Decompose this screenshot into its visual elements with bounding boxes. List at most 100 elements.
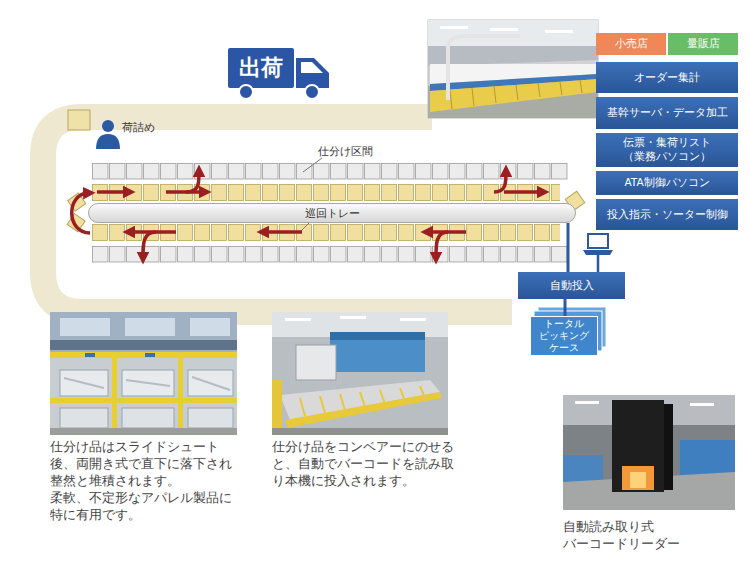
conveyor-photo	[428, 46, 598, 66]
packing-worker	[96, 134, 120, 149]
sorting-arrows	[436, 232, 448, 257]
source-box: 小売店	[596, 33, 666, 55]
process-box: 投入指示・ソーター制御	[596, 199, 738, 230]
barcode-reader-photo	[630, 472, 646, 488]
conveyor-photo	[428, 20, 598, 118]
feeder-photo	[340, 316, 366, 319]
chute-photo	[178, 352, 183, 435]
photo-caption: 仕分け品はスライドシュート 後、両開き式で直下に落下され 整然と堆積されます。	[50, 438, 242, 489]
feeder-photo	[400, 318, 426, 321]
chute-photo	[145, 353, 155, 357]
sorting-arrows	[143, 232, 156, 257]
laptop-icon	[588, 234, 608, 248]
tray-loop: 巡回トレー	[88, 203, 576, 223]
conveyor-photo	[545, 30, 573, 33]
chute-photo	[122, 408, 174, 428]
chute-photo	[60, 318, 110, 336]
chute-photo	[50, 398, 237, 403]
chute-photo	[188, 408, 233, 428]
leader-line	[303, 158, 322, 172]
packing-worker	[102, 120, 114, 132]
area-label: 仕分け区間	[318, 143, 373, 160]
packing-worker	[68, 110, 120, 149]
chute-photo	[125, 318, 175, 336]
sorting-rows	[92, 163, 568, 180]
chute-photo	[50, 312, 237, 352]
conveyor-photo	[430, 79, 598, 112]
feeder-box: 自動投入	[518, 272, 625, 299]
chute-photo	[190, 318, 230, 336]
barcode-reader-photo	[575, 401, 599, 404]
barcode-reader-photo	[622, 466, 654, 490]
chute-photo	[50, 352, 237, 358]
node-text: 出荷	[239, 53, 283, 83]
feeder-photo	[330, 332, 425, 340]
sorting-arrows	[97, 190, 128, 194]
chute-photo	[50, 428, 237, 435]
photo-caption: 仕分け品をコンベアーにのせる と、自動でバーコードを読み取 り本機に投入されます…	[272, 438, 464, 489]
node-text: 基幹サーバ・データ加工	[607, 106, 728, 120]
node-text: 小売店	[615, 37, 648, 51]
chute-photo	[64, 377, 230, 390]
node-text: 量販店	[687, 37, 720, 51]
laptop-icon	[583, 250, 613, 255]
sorting-rows	[92, 224, 560, 242]
chute-photo	[50, 340, 237, 350]
feeder-photo	[272, 312, 448, 435]
conveyor-photo	[490, 28, 518, 31]
node-text: トータル ピッキング ケース	[536, 318, 592, 354]
sorting-rows	[67, 163, 585, 263]
barcode-reader-photo	[690, 403, 714, 406]
laptop-icon	[597, 255, 600, 272]
photo-caption: 柔軟、不定形なアパレル製品に 特に有用です。	[50, 489, 242, 523]
node-text: ATA制御パソコン	[624, 176, 709, 190]
sorting-arrows	[166, 190, 204, 194]
sorting-arrows	[186, 172, 199, 192]
conveyor-photo	[448, 36, 520, 100]
node-text: 投入指示・ソーター制御	[607, 208, 728, 222]
barcode-reader-photo	[563, 395, 735, 510]
node-text: 自動投入	[550, 279, 594, 293]
packing-worker	[68, 110, 90, 130]
conveyor-photo	[428, 20, 598, 46]
conveyor-photo	[440, 26, 468, 29]
feeder-photo	[272, 380, 282, 435]
process-box: 基幹サーバ・データ加工	[596, 97, 738, 129]
chute-photo	[60, 408, 108, 428]
barcode-reader-photo	[612, 400, 664, 492]
sorting-arrows	[504, 190, 542, 194]
process-box: ATA制御パソコン	[596, 171, 738, 195]
barcode-reader-photo	[664, 404, 673, 490]
barcode-reader-photo	[563, 395, 735, 510]
feeder-photo	[272, 312, 448, 435]
process-box: オーダー集計	[596, 62, 738, 93]
feeder-photo	[285, 392, 442, 428]
feeder-photo	[272, 428, 448, 435]
sorting-rows	[92, 184, 560, 202]
chute-photo	[112, 352, 117, 435]
conveyor-photo	[450, 80, 582, 109]
connector-line	[567, 223, 570, 272]
chute-photo	[85, 353, 95, 357]
connector-line	[564, 299, 567, 316]
node-text: 巡回トレー	[305, 206, 360, 221]
shipping-truck: 出荷	[228, 48, 332, 100]
feeder-photo	[296, 345, 336, 380]
node-text: オーダー集計	[634, 71, 700, 85]
chute-photo	[50, 312, 237, 435]
photo-caption: 自動読み取り式 バーコードリーダー	[563, 518, 703, 552]
area-label: 荷詰め	[122, 119, 155, 136]
node-text: 伝票・集荷リスト （業務パソコン）	[612, 136, 722, 163]
picking-case: トータル ピッキング ケース	[530, 316, 598, 356]
feeder-photo	[285, 318, 311, 321]
sorting-arrows	[494, 172, 506, 192]
feeder-photo	[330, 332, 425, 372]
sorting-arrows	[264, 230, 302, 234]
source-box: 量販店	[668, 33, 738, 55]
chute-photo	[50, 312, 237, 435]
process-box: 伝票・集荷リスト （業務パソコン）	[596, 133, 738, 167]
conveyor-photo	[428, 20, 598, 118]
sorting-rows	[92, 246, 568, 263]
laptop-icon	[583, 234, 613, 272]
